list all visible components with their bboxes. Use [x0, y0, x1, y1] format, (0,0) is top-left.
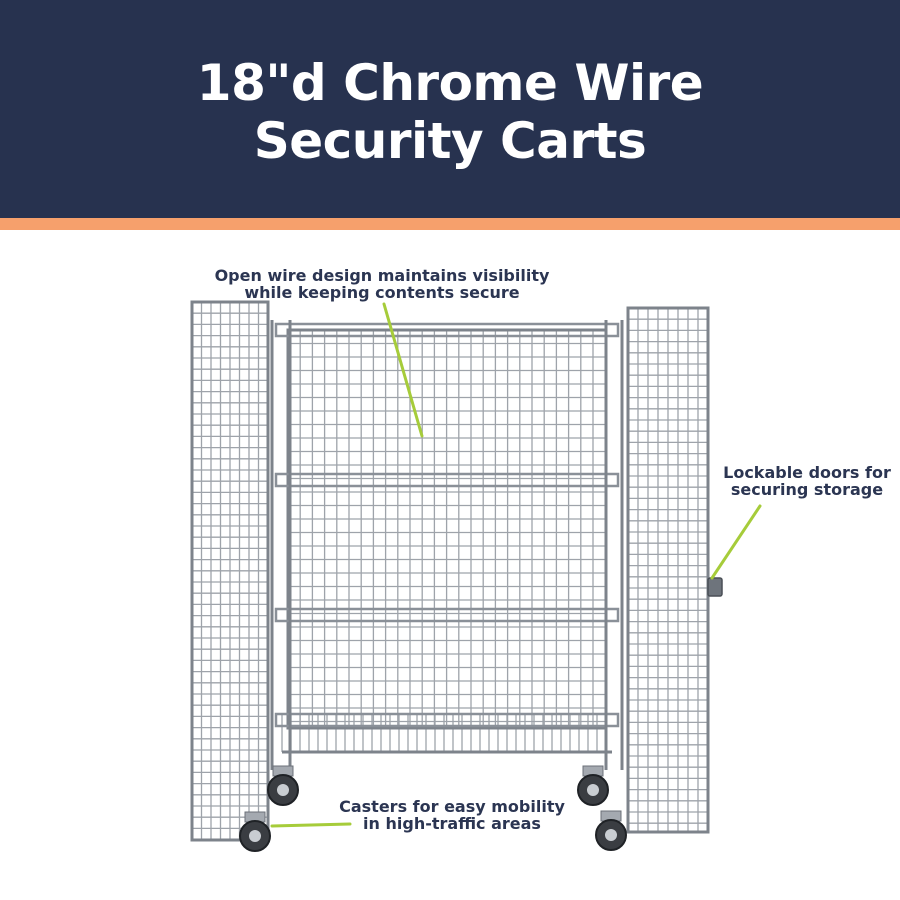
title-line-1: 18"d Chrome Wire	[196, 54, 704, 112]
caster-back-right	[577, 765, 609, 806]
shelf-3	[274, 607, 620, 623]
accent-bar	[0, 218, 900, 230]
door-lock-icon	[707, 577, 723, 597]
shelf-2	[274, 472, 620, 488]
pointer-casters	[270, 822, 352, 828]
caster-front-right	[595, 810, 627, 851]
callout-doors-line1: Lockable doors for	[723, 463, 891, 482]
left-door-panel	[191, 301, 269, 841]
left-door-panel-frame	[190, 300, 270, 842]
pointer-visibility	[382, 302, 424, 438]
callout-casters-line1: Casters for easy mobility	[339, 797, 565, 816]
caster-front-left	[239, 811, 271, 852]
title-line-2: Security Carts	[253, 112, 647, 170]
caster-back-left	[267, 765, 299, 806]
shelf-1	[274, 322, 620, 338]
header-banner: 18"d Chrome Wire Security Carts	[0, 0, 900, 218]
right-door-panel	[627, 307, 709, 832]
shelf-4	[274, 712, 620, 728]
callout-doors-line2: securing storage	[730, 480, 884, 499]
right-door-panel-frame	[626, 306, 710, 834]
callout-visibility-line2: while keeping contents secure	[244, 283, 520, 302]
callout-visibility-line1: Open wire design maintains visibility	[214, 266, 550, 285]
pointer-lockable-doors	[710, 504, 762, 580]
callout-casters: Casters for easy mobility in high-traffi…	[334, 798, 570, 832]
callout-lockable-doors: Lockable doors for securing storage	[718, 464, 896, 498]
page-title: 18"d Chrome Wire Security Carts	[196, 54, 704, 170]
chrome-wire-security-cart-image	[190, 300, 762, 852]
bottom-shelf-deck	[281, 714, 607, 752]
callout-visibility: Open wire design maintains visibility wh…	[212, 267, 552, 301]
product-area	[0, 230, 900, 900]
back-wire-panel	[287, 329, 606, 728]
callout-casters-line2: in high-traffic areas	[363, 814, 541, 833]
